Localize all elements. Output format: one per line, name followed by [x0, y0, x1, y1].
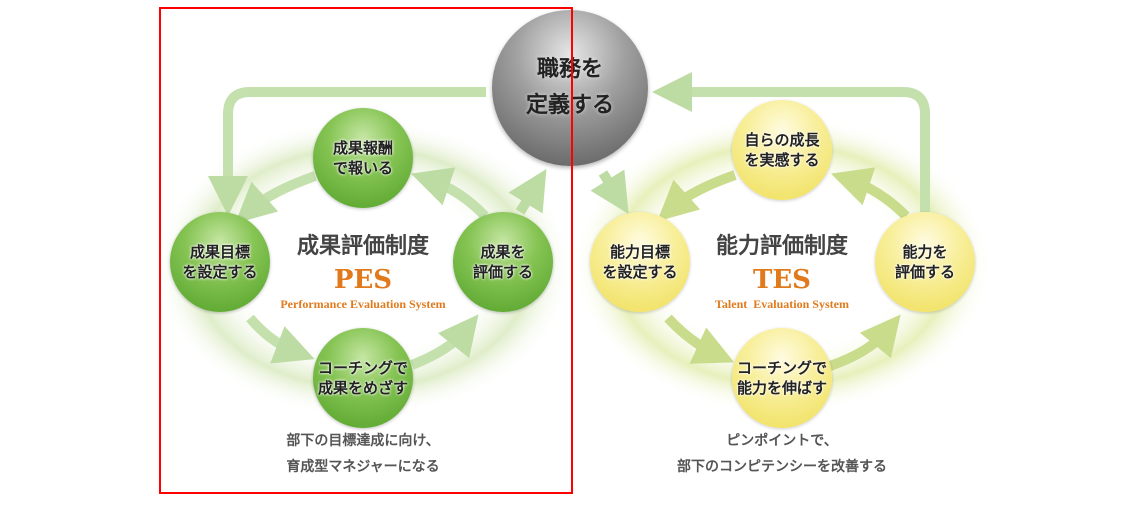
caption-line: ピンポイントで、 — [726, 433, 838, 449]
pes-node-set-goal: 成果目標を設定する — [170, 212, 270, 312]
node-label: を設定する — [182, 263, 258, 281]
node-label: 自らの成長 — [744, 131, 820, 149]
tes-node-set-goal: 能力目標を設定する — [590, 212, 690, 312]
caption-line: 部下の目標達成に向け、 — [286, 433, 440, 449]
pes-arrow-bottom-right — [410, 314, 479, 370]
node-label: を実感する — [744, 151, 820, 169]
pes-caption: 部下の目標達成に向け、 育成型マネジャーになる — [213, 428, 513, 480]
pes-node-coaching: コーチングで成果をめざす — [313, 328, 413, 428]
tes-title: 能力評価制度 — [715, 234, 848, 259]
pes-arrow-right-top — [411, 167, 489, 220]
tes-node-evaluate: 能力を評価する — [875, 212, 975, 312]
pes-node-evaluate: 成果を評価する — [453, 212, 553, 312]
arrow-tes-to-define — [652, 72, 930, 212]
caption-line: 育成型マネジャーになる — [286, 459, 440, 475]
tes-node-growth: 自らの成長を実感する — [732, 100, 832, 200]
node-label: を設定する — [602, 263, 678, 281]
tes-abbr: TES — [753, 265, 811, 295]
node-label: コーチングで — [736, 359, 827, 377]
pes-abbr: PES — [333, 265, 393, 295]
tes-arrow-left-bottom — [664, 314, 735, 364]
tes-arrow-right-top — [831, 167, 910, 220]
caption-line: 部下のコンピテンシーを改善する — [677, 459, 887, 475]
node-label: コーチングで — [317, 359, 408, 377]
tes-arrow-bottom-right — [828, 314, 901, 371]
tes-node-coaching: コーチングで能力を伸ばす — [732, 328, 832, 428]
pes-node-reward: 成果報酬で報いる — [313, 108, 413, 208]
node-label: 能力を — [902, 243, 948, 261]
define-duties-node: 職務を定義する — [492, 10, 648, 166]
arrow-define-to-tes — [590, 169, 629, 214]
node-label: 能力を伸ばす — [736, 379, 827, 397]
node-label: 定義する — [525, 93, 614, 118]
node-label: で報いる — [332, 159, 393, 177]
node-label: 評価する — [472, 263, 533, 281]
node-label: 評価する — [894, 263, 955, 281]
node-label: 職務を — [536, 57, 603, 82]
tes-full-name: Talent Evaluation System — [715, 297, 849, 311]
node-label: 成果報酬 — [332, 139, 393, 157]
node-label: 成果目標 — [189, 243, 250, 261]
pes-full-name: Performance Evaluation System — [280, 297, 446, 311]
node-label: 能力目標 — [609, 243, 670, 261]
pes-arrow-left-bottom — [246, 314, 315, 364]
pes-arrow-top-left — [235, 171, 317, 224]
arrow-pes-to-define — [508, 168, 547, 215]
node-label: 成果を — [480, 243, 526, 261]
arrow-define-to-pes — [208, 87, 486, 216]
node-label: 成果をめざす — [317, 379, 408, 397]
tes-arrow-top-left — [657, 170, 737, 222]
tes-caption: ピンポイントで、 部下のコンピテンシーを改善する — [632, 428, 932, 480]
pes-title: 成果評価制度 — [296, 234, 429, 259]
